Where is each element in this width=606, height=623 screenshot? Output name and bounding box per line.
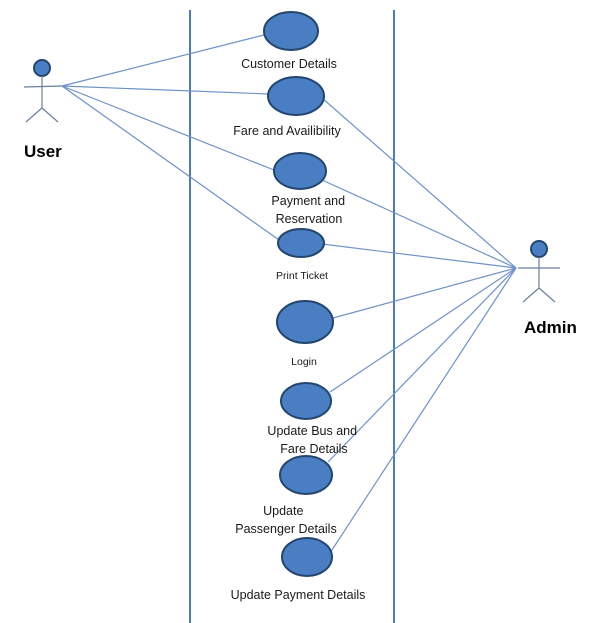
use-case-payment-reservation[interactable]: [273, 152, 327, 190]
use-case-payment-reservation-label-line-2: Reservation: [276, 212, 343, 226]
assoc-admin-fare-availability: [321, 97, 517, 269]
assoc-admin-update-bus-fare: [329, 267, 517, 393]
use-case-payment-reservation-label: Payment and Reservation: [271, 194, 348, 226]
user-actor-leg-right: [41, 107, 59, 123]
admin-actor-label: Admin: [524, 318, 577, 337]
assoc-user-customer-details: [61, 33, 269, 87]
admin-actor: [518, 240, 560, 303]
use-case-update-passenger-label: Update Passenger Details: [235, 504, 336, 536]
use-case-customer-details-label-line-1: Customer Details: [241, 57, 337, 71]
user-actor-arms: [23, 85, 63, 88]
admin-actor-leg-right: [538, 287, 556, 303]
use-case-update-bus-fare-label-line-2: Fare Details: [280, 442, 347, 456]
use-case-print-ticket-label-line-1: Print Ticket: [276, 270, 328, 282]
use-case-customer-details[interactable]: [263, 11, 319, 51]
use-case-update-payment-label: Update Payment Details: [231, 588, 366, 602]
use-case-update-bus-fare[interactable]: [280, 382, 332, 420]
use-case-update-bus-fare-label: Update Bus and Fare Details: [267, 424, 360, 456]
use-case-update-bus-fare-label-line-1: Update Bus and: [267, 424, 357, 438]
assoc-admin-login: [332, 267, 517, 319]
use-case-update-passenger-label-line-2: Passenger Details: [235, 522, 336, 536]
user-actor-head: [33, 59, 51, 77]
use-case-update-payment[interactable]: [281, 537, 333, 577]
assoc-admin-payment-reservation: [321, 179, 517, 269]
use-case-update-payment-label-line-1: Update Payment Details: [231, 588, 366, 602]
user-actor-leg-left: [25, 107, 43, 123]
admin-actor-head: [530, 240, 548, 258]
use-case-login-label-line-1: Login: [291, 356, 317, 368]
use-case-print-ticket[interactable]: [277, 228, 325, 258]
use-case-fare-availability[interactable]: [267, 76, 325, 116]
use-case-customer-details-label: Customer Details: [241, 57, 337, 71]
user-actor: [23, 59, 63, 123]
assoc-admin-update-payment: [329, 267, 517, 554]
use-case-login-label: Login: [291, 356, 317, 368]
admin-actor-leg-left: [522, 287, 540, 303]
assoc-admin-update-passenger: [327, 267, 517, 463]
use-case-print-ticket-label: Print Ticket: [276, 270, 328, 282]
assoc-admin-print-ticket: [321, 243, 517, 269]
use-case-update-passenger[interactable]: [279, 455, 333, 495]
user-actor-label: User: [24, 142, 62, 161]
use-case-fare-availability-label: Fare and Availibility: [233, 124, 341, 138]
assoc-user-fare-availability: [61, 85, 270, 95]
use-case-login[interactable]: [276, 300, 334, 344]
use-case-fare-availability-label-line-1: Fare and Availibility: [233, 124, 341, 138]
use-case-update-passenger-label-line-1: Update: [263, 504, 303, 518]
assoc-user-print-ticket: [61, 85, 280, 241]
use-case-payment-reservation-label-line-1: Payment and: [271, 194, 345, 208]
assoc-user-payment-reservation: [61, 85, 275, 171]
